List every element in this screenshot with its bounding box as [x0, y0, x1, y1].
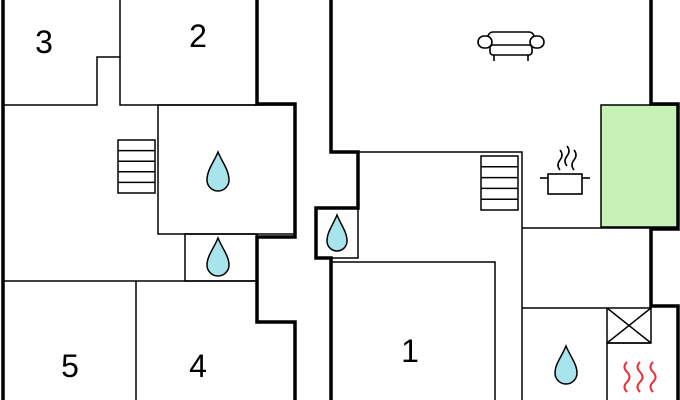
stairs-icon [480, 155, 519, 211]
stairs-icon [117, 139, 156, 194]
right-block-walls [314, 0, 680, 400]
water-drop-icon [554, 343, 578, 385]
sofa-icon [477, 31, 545, 61]
room-label-2: 2 [189, 18, 207, 54]
room-label-5: 5 [61, 348, 79, 384]
room-label-1: 1 [401, 333, 419, 369]
water-drop-icon [206, 149, 230, 192]
water-drop-icon [206, 235, 230, 277]
left-block-walls [1, 0, 297, 400]
room-label-3: 3 [35, 24, 53, 60]
water-drop-icon [326, 212, 348, 252]
cooking-pot-icon [540, 145, 590, 195]
highlighted-room [600, 104, 679, 228]
room-label-4: 4 [189, 348, 207, 384]
heating-icon [623, 361, 657, 393]
storage-cross-icon [606, 307, 652, 344]
